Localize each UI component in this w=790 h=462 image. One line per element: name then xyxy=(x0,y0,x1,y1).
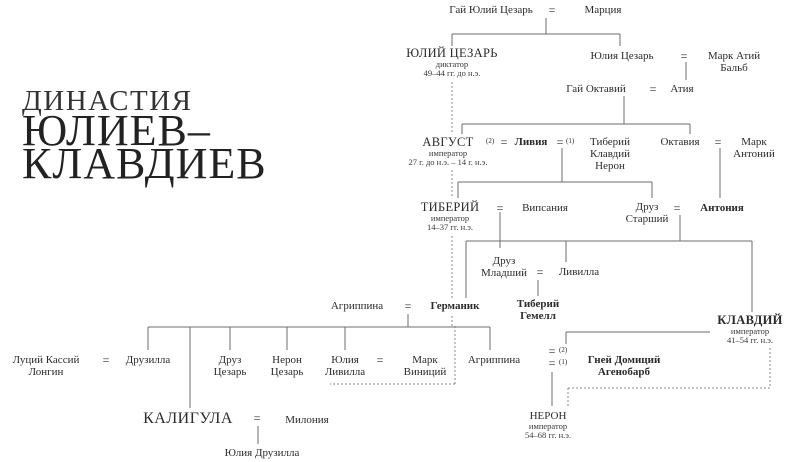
person-tiberius: ТИБЕРИЙ император 14–37 гг. н.э. xyxy=(420,200,480,232)
marriage-sign: = xyxy=(376,353,384,367)
person-nero-caesar: Нерон Цезарь xyxy=(270,354,304,378)
person-marcus-vinicius: Марк Виниций xyxy=(403,354,447,378)
marriage-sign: = xyxy=(102,353,110,367)
marriage-sign: = xyxy=(548,344,556,358)
person-drusilla: Друзилла xyxy=(125,354,171,366)
marriage-sign: = xyxy=(496,201,504,215)
person-octavia: Октавия xyxy=(660,136,700,148)
dynasty-name-line1: ЮЛИЕВ– xyxy=(22,106,211,155)
person-caligula: КАЛИГУЛА xyxy=(143,410,233,427)
person-drusus-caesar: Друз Цезарь xyxy=(213,354,247,378)
person-antonia: Антония xyxy=(700,202,744,214)
dynasty-title: ДИНАСТИЯ xyxy=(22,85,193,117)
person-livia: Ливия xyxy=(514,136,548,148)
marriage-sign: = xyxy=(536,265,544,279)
marriage-sign: = xyxy=(548,356,556,370)
person-drusus-elder: Друз Старший xyxy=(625,201,669,225)
marriage-number: (1) xyxy=(566,137,575,145)
person-germanicus: Германик xyxy=(430,300,480,312)
dynasty-name-line2: КЛАВДИЕВ xyxy=(22,139,267,188)
person-gaius-julius-caesar: Гай Юлий Цезарь xyxy=(449,4,533,16)
person-agrippina-younger: Агриппина xyxy=(467,354,521,366)
person-claudius: КЛАВДИЙ император 41–54 гг. н.э. xyxy=(717,313,783,345)
person-atia: Атия xyxy=(670,83,694,95)
marriage-sign: = xyxy=(680,49,688,63)
person-gnaeus-domitius: Гней Домиций Агенобарб xyxy=(587,354,661,378)
person-livilla: Ливилла xyxy=(558,266,600,278)
person-tiberius-gemellus: Тиберий Гемелл xyxy=(516,298,560,322)
person-julia-drusilla: Юлия Друзилла xyxy=(224,447,300,459)
marriage-sign: = xyxy=(649,82,657,96)
person-marcus-atius-balbus: Марк Атий Бальб xyxy=(707,50,761,74)
marriage-number: (2) xyxy=(559,346,568,354)
person-lucius-cassius-longinus: Луций Кассий Лонгин xyxy=(12,354,80,378)
person-gaius-octavius: Гай Октавий xyxy=(566,83,626,95)
person-julia-livilla: Юлия Ливилла xyxy=(324,354,366,378)
person-milonia: Милония xyxy=(285,414,329,426)
person-drusus-younger: Друз Младший xyxy=(481,255,527,279)
person-nero: НЕРОН император 54–68 гг. н.э. xyxy=(524,410,572,440)
marriage-sign: = xyxy=(673,201,681,215)
marriage-number: (2) xyxy=(486,137,495,145)
marriage-sign: = xyxy=(404,299,412,313)
person-marcia: Марция xyxy=(584,4,622,16)
person-augustus: АВГУСТ император 27 г. до н.э. – 14 г. н… xyxy=(408,135,488,167)
marriage-sign: = xyxy=(500,135,508,149)
person-agrippina-elder: Агриппина xyxy=(330,300,384,312)
person-vipsania: Випсания xyxy=(522,202,568,214)
person-tiberius-claudius-nero: Тиберий Клавдий Нерон xyxy=(590,136,630,172)
marriage-sign: = xyxy=(548,3,556,17)
person-julius-caesar: ЮЛИЙ ЦЕЗАРЬ диктатор 49–44 гг. до н.э. xyxy=(406,46,498,78)
marriage-sign: = xyxy=(253,411,261,425)
dynasty-name: ЮЛИЕВ– КЛАВДИЕВ xyxy=(22,106,267,188)
person-mark-antony: Марк Антоний xyxy=(733,136,775,160)
marriage-sign: = xyxy=(714,135,722,149)
person-julia-caesar: Юлия Цезарь xyxy=(590,50,654,62)
marriage-number: (1) xyxy=(559,358,568,366)
marriage-sign: = xyxy=(556,135,564,149)
